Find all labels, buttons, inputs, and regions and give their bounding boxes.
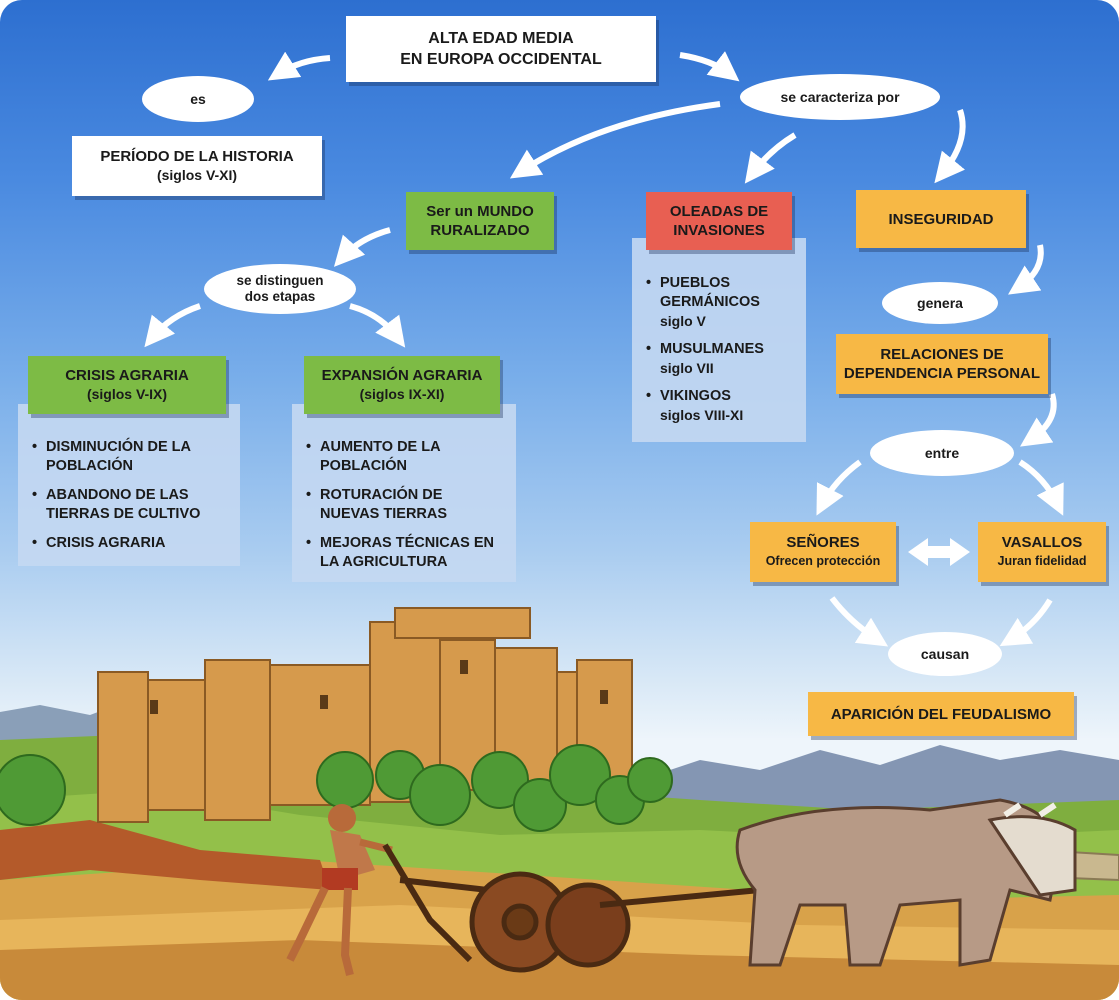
vasallos-title: VASALLOS — [1001, 534, 1083, 551]
inseguridad-label: INSEGURIDAD — [888, 210, 994, 228]
arrow-caracteriza-inseguridad — [934, 109, 966, 184]
expansion-item: ROTURACIÓN DE NUEVAS TIERRAS — [306, 486, 502, 524]
title-line1: ALTA EDAD MEDIA — [428, 30, 574, 47]
arrow-title-caracteriza — [679, 51, 740, 82]
connector-genera: genera — [882, 282, 998, 324]
invasion-vikingos-name: VIKINGOS — [660, 388, 731, 404]
mundo-line2: RURALIZADO — [430, 222, 530, 239]
crisis-agraria-box: CRISIS AGRARIA (siglos V-IX) — [28, 356, 226, 414]
arrow-relaciones-entre — [1020, 393, 1057, 447]
expansion-item: MEJORAS TÉCNICAS EN LA AGRICULTURA — [306, 534, 502, 572]
invasion-vikingos-period: siglos VIII-XI — [660, 407, 744, 423]
yoke-pole — [599, 887, 761, 908]
crisis-panel: DISMINUCIÓN DE LA POBLACIÓN ABANDONO DE … — [18, 404, 240, 566]
arrow-double-senores-vasallos — [908, 538, 970, 566]
connector-entre-label: entre — [924, 444, 960, 461]
invasion-item-germanicos: PUEBLOS GERMÁNICOS siglo V — [646, 274, 792, 332]
feudalismo-box: APARICIÓN DEL FEUDALISMO — [808, 692, 1074, 736]
arrow-distinguen-crisis — [144, 303, 201, 348]
crisis-item: ABANDONO DE LAS TIERRAS DE CULTIVO — [32, 486, 226, 524]
connector-se-distinguen: se distinguen dos etapas — [204, 264, 356, 314]
invasiones-panel: PUEBLOS GERMÁNICOS siglo V MUSULMANES si… — [632, 238, 806, 442]
invasion-musulmanes-period: siglo VII — [660, 360, 714, 376]
invasion-germanicos-name2: GERMÁNICOS — [660, 294, 760, 310]
connector-es-label: es — [190, 90, 206, 107]
title-line2: EN EUROPA OCCIDENTAL — [400, 51, 602, 68]
expansion-item: AUMENTO DE LA POBLACIÓN — [306, 438, 502, 476]
arrow-title-es — [267, 51, 331, 81]
arrow-distinguen-expansion — [349, 303, 406, 348]
connector-se-distinguen-line1: se distinguen — [236, 273, 324, 288]
arrow-entre-senores — [816, 459, 862, 516]
expansion-line1: EXPANSIÓN AGRARIA — [321, 367, 483, 384]
connector-se-caracteriza-label: se caracteriza por — [780, 88, 900, 105]
vasallos-sub: Juran fidelidad — [997, 554, 1087, 568]
arrow-inseguridad-genera — [1008, 244, 1044, 295]
invasion-musulmanes-name: MUSULMANES — [660, 341, 764, 357]
senores-sub: Ofrecen protección — [765, 554, 881, 568]
invasion-item-musulmanes: MUSULMANES siglo VII — [646, 340, 792, 379]
arrow-caracteriza-mundo — [509, 101, 721, 179]
connector-se-caracteriza: se caracteriza por — [740, 74, 940, 120]
arrow-senores-causan — [829, 596, 889, 647]
connector-causan-label: causan — [920, 645, 970, 662]
connector-entre: entre — [870, 430, 1014, 476]
senores-title: SEÑORES — [786, 534, 860, 551]
title-box: ALTA EDAD MEDIA EN EUROPA OCCIDENTAL — [346, 16, 656, 82]
oleadas-box: OLEADAS DE INVASIONES — [646, 192, 792, 250]
crisis-item: CRISIS AGRARIA — [32, 534, 226, 553]
oleadas-line2: INVASIONES — [673, 222, 765, 239]
oxen — [735, 798, 1077, 967]
vasallos-box: VASALLOS Juran fidelidad — [978, 522, 1106, 582]
crisis-line2: (siglos V-IX) — [86, 386, 168, 402]
connector-se-distinguen-line2: dos etapas — [244, 289, 316, 304]
crisis-line1: CRISIS AGRARIA — [65, 367, 189, 384]
feudalismo-label: APARICIÓN DEL FEUDALISMO — [830, 705, 1052, 723]
connector-causan: causan — [888, 632, 1002, 676]
mundo-ruralizado-box: Ser un MUNDO RURALIZADO — [406, 192, 554, 250]
arrow-entre-vasallos — [1018, 459, 1064, 516]
expansion-agraria-box: EXPANSIÓN AGRARIA (siglos IX-XI) — [304, 356, 500, 414]
expansion-panel: AUMENTO DE LA POBLACIÓN ROTURACIÓN DE NU… — [292, 404, 516, 582]
oleadas-line1: OLEADAS DE — [669, 203, 769, 220]
relaciones-line1: RELACIONES DE — [880, 346, 1004, 363]
arrow-mundo-distinguen — [333, 227, 391, 267]
periodo-line1: PERÍODO DE LA HISTORIA — [100, 148, 294, 165]
arrow-caracteriza-oleadas — [744, 132, 797, 184]
arrow-vasallos-causan — [999, 598, 1053, 647]
expansion-line2: (siglos IX-XI) — [359, 386, 445, 402]
inseguridad-box: INSEGURIDAD — [856, 190, 1026, 248]
connector-genera-label: genera — [917, 294, 963, 311]
relaciones-line2: DEPENDENCIA PERSONAL — [843, 365, 1041, 382]
connector-es: es — [142, 76, 254, 122]
trees — [0, 744, 673, 832]
periodo-line2: (siglos V-XI) — [156, 167, 238, 183]
invasion-item-vikingos: VIKINGOS siglos VIII-XI — [646, 387, 792, 426]
senores-box: SEÑORES Ofrecen protección — [750, 522, 896, 582]
crisis-item: DISMINUCIÓN DE LA POBLACIÓN — [32, 438, 226, 476]
periodo-box: PERÍODO DE LA HISTORIA (siglos V-XI) — [72, 136, 322, 196]
invasion-germanicos-name1: PUEBLOS — [660, 275, 731, 291]
relaciones-box: RELACIONES DE DEPENDENCIA PERSONAL — [836, 334, 1048, 394]
mundo-line1: Ser un MUNDO — [426, 203, 534, 220]
invasion-germanicos-period: siglo V — [660, 313, 706, 329]
